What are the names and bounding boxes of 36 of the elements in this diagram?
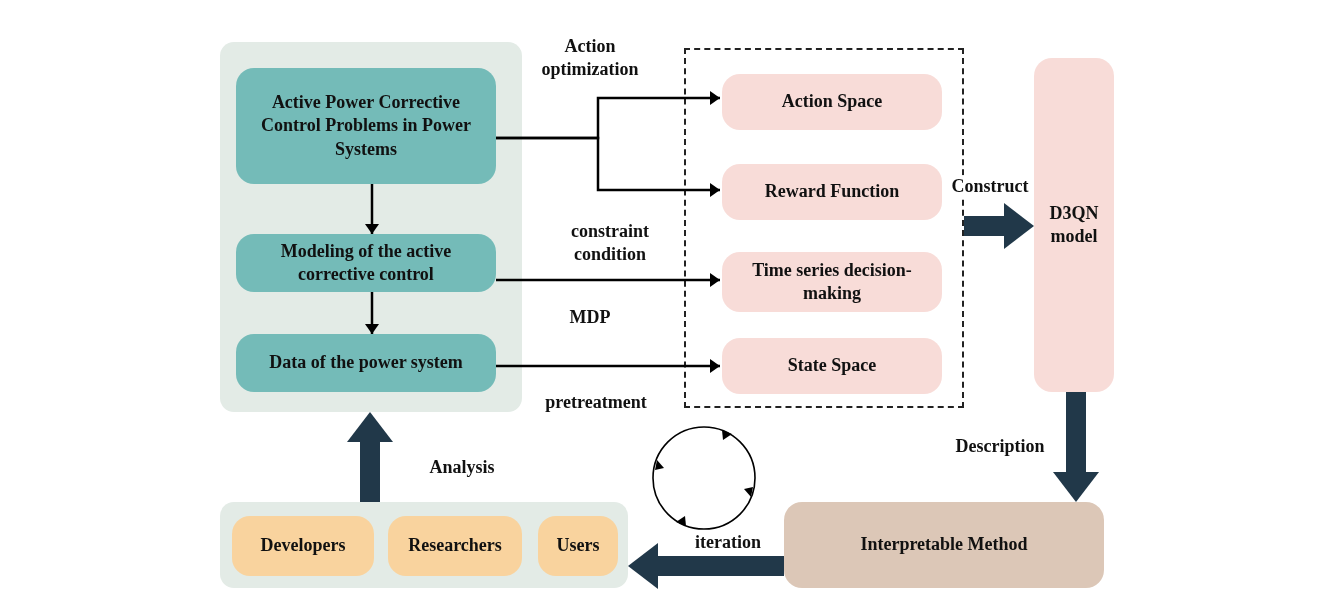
- process-box: [722, 164, 942, 220]
- arrow: [496, 359, 720, 373]
- process-box: [722, 74, 942, 130]
- arrow: [365, 292, 379, 334]
- process-box: [236, 68, 496, 184]
- process-box: [236, 234, 496, 292]
- group-panel: [220, 502, 628, 588]
- process-box: [722, 338, 942, 394]
- block-arrow: [628, 543, 784, 589]
- box-label: Developers: [260, 534, 346, 558]
- box-label: Reward Function: [764, 180, 900, 204]
- role-box: [538, 516, 618, 576]
- box-label: Modeling of the active corrective control: [279, 239, 453, 286]
- arrow: [365, 184, 379, 234]
- edge-label: Construct: [949, 175, 1031, 199]
- method-box: [784, 502, 1104, 588]
- box-label: D3QN model: [1048, 201, 1100, 248]
- arrow: [496, 136, 720, 197]
- box-label: State Space: [787, 354, 877, 378]
- arrow: [496, 273, 720, 287]
- box-label: Data of the power system: [269, 351, 463, 375]
- group-panel: [220, 42, 522, 412]
- block-arrow: [964, 203, 1034, 249]
- box-label: Active Power Corrective Control Problems in Power Systems: [260, 90, 472, 161]
- box-label: Action Space: [781, 90, 883, 114]
- process-box: [236, 334, 496, 392]
- process-box: [1034, 58, 1114, 392]
- role-box: [388, 516, 522, 576]
- role-box: [232, 516, 374, 576]
- process-box: [722, 252, 942, 312]
- box-label: Interpretable Method: [860, 533, 1028, 557]
- box-label: Users: [556, 534, 600, 558]
- block-arrow: [1053, 392, 1099, 502]
- box-label: Time series decision-making: [751, 258, 913, 305]
- box-label: Researchers: [408, 534, 502, 558]
- block-arrow: [347, 412, 393, 502]
